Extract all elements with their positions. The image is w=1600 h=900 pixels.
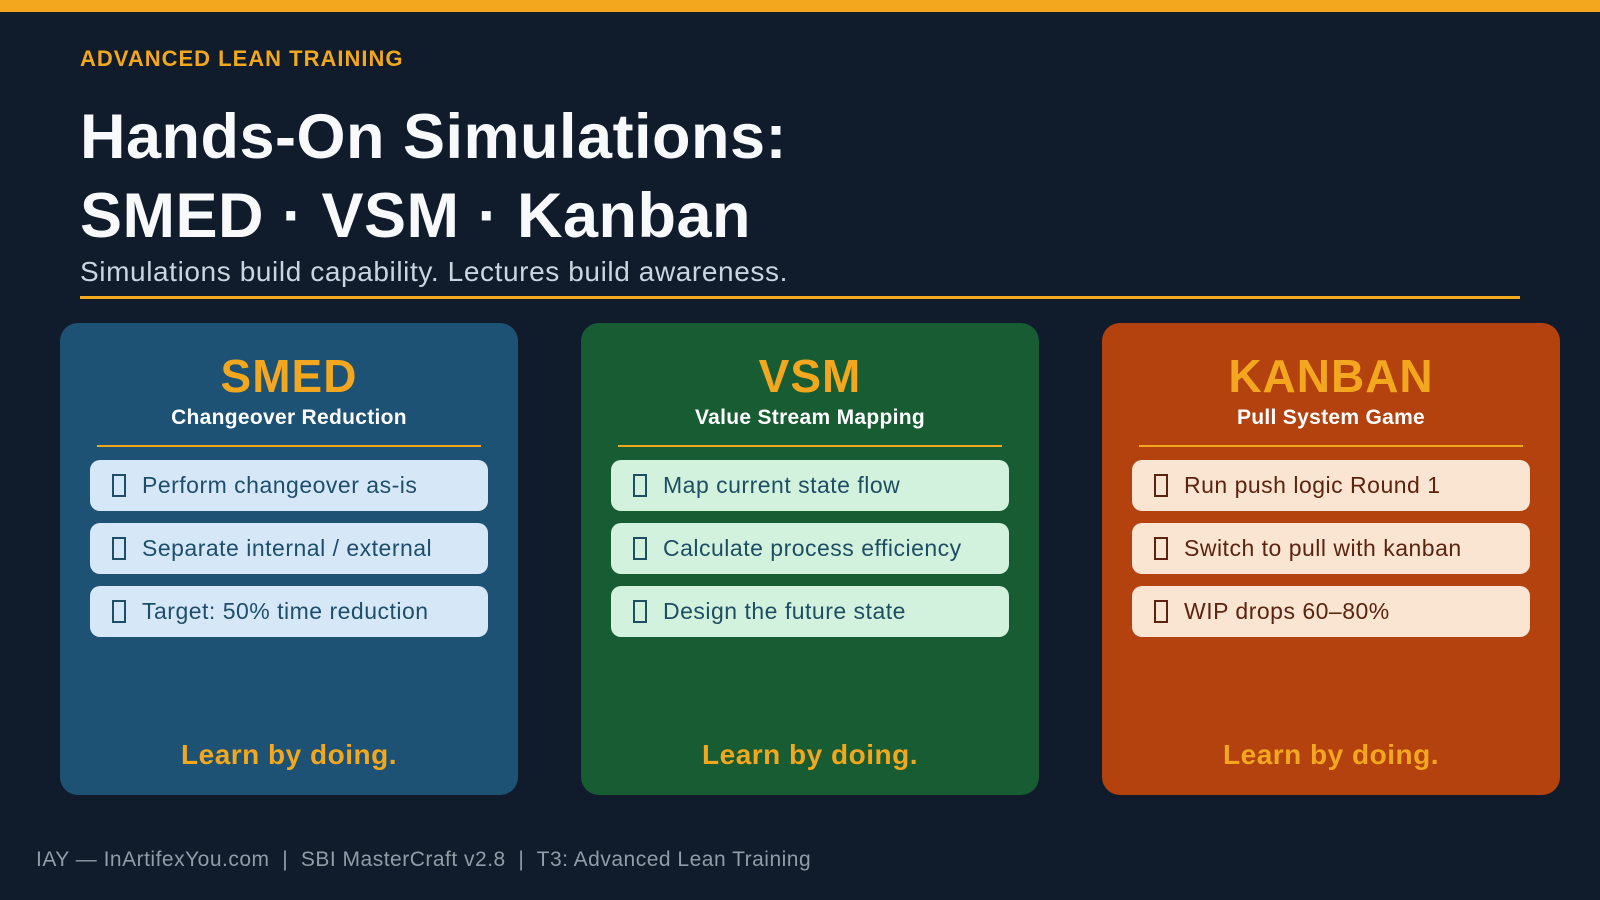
page-title-line-1: Hands-On Simulations: <box>80 102 788 172</box>
slide-header: ADVANCED LEAN TRAINING Hands-On Simulati… <box>80 46 1520 299</box>
list-item-label: WIP drops 60–80% <box>1184 597 1390 624</box>
list-item: Separate internal / external <box>90 522 488 574</box>
card-kanban-tagline: Learn by doing. <box>1223 738 1439 770</box>
list-item: Target: 50% time reduction <box>90 585 488 637</box>
list-item-label: Run push logic Round 1 <box>1184 471 1441 498</box>
card-vsm-subtitle: Value Stream Mapping <box>694 405 926 429</box>
bullet-glyph-icon <box>1154 599 1168 623</box>
list-item-label: Design the future state <box>663 597 906 624</box>
list-item: Perform changeover as-is <box>90 459 488 511</box>
card-kanban-subtitle: Pull System Game <box>1236 405 1426 429</box>
list-item-label: Map current state flow <box>663 471 901 498</box>
card-smed-title: SMED <box>220 349 358 402</box>
bullet-glyph-icon <box>633 599 647 623</box>
kicker-label: ADVANCED LEAN TRAINING <box>80 46 404 71</box>
card-vsm: VSM Value Stream Mapping Map current sta… <box>581 322 1039 795</box>
card-kanban-item-list: Run push logic Round 1 Switch to pull wi… <box>1132 459 1530 637</box>
list-item-label: Separate internal / external <box>142 534 433 561</box>
card-smed-tagline: Learn by doing. <box>181 738 397 770</box>
card-vsm-title: VSM <box>758 349 862 402</box>
card-smed-item-list: Perform changeover as-is Separate intern… <box>90 459 488 637</box>
bullet-glyph-icon <box>112 599 126 623</box>
card-kanban: KANBAN Pull System Game Run push logic R… <box>1102 322 1560 795</box>
list-item: WIP drops 60–80% <box>1132 585 1530 637</box>
bullet-glyph-icon <box>1154 536 1168 560</box>
top-accent-bar <box>0 0 1600 12</box>
list-item: Design the future state <box>611 585 1009 637</box>
card-vsm-tagline: Learn by doing. <box>702 738 918 770</box>
card-kanban-divider <box>1139 444 1523 447</box>
page-subtitle: Simulations build capability. Lectures b… <box>80 255 788 287</box>
list-item-label: Target: 50% time reduction <box>142 597 429 624</box>
footer-credits: IAY — InArtifexYou.com | SBI MasterCraft… <box>36 848 812 871</box>
cards-row: SMED Changeover Reduction Perform change… <box>60 322 1600 795</box>
card-smed-divider <box>97 444 481 447</box>
card-smed-subtitle: Changeover Reduction <box>171 405 407 429</box>
bullet-glyph-icon <box>112 536 126 560</box>
list-item-label: Calculate process efficiency <box>663 534 962 561</box>
header-divider <box>80 295 1520 299</box>
list-item: Switch to pull with kanban <box>1132 522 1530 574</box>
card-vsm-item-list: Map current state flow Calculate process… <box>611 459 1009 637</box>
card-smed: SMED Changeover Reduction Perform change… <box>60 322 518 795</box>
card-vsm-divider <box>618 444 1002 447</box>
list-item-label: Perform changeover as-is <box>142 471 418 498</box>
list-item-label: Switch to pull with kanban <box>1184 534 1462 561</box>
bullet-glyph-icon <box>112 473 126 497</box>
card-kanban-title: KANBAN <box>1228 349 1434 402</box>
list-item: Calculate process efficiency <box>611 522 1009 574</box>
bullet-glyph-icon <box>1154 473 1168 497</box>
list-item: Run push logic Round 1 <box>1132 459 1530 511</box>
bullet-glyph-icon <box>633 536 647 560</box>
page-title-line-2: SMED · VSM · Kanban <box>80 180 752 251</box>
bullet-glyph-icon <box>633 473 647 497</box>
list-item: Map current state flow <box>611 459 1009 511</box>
page-title: Hands-On Simulations: SMED · VSM · Kanba… <box>80 98 1520 256</box>
